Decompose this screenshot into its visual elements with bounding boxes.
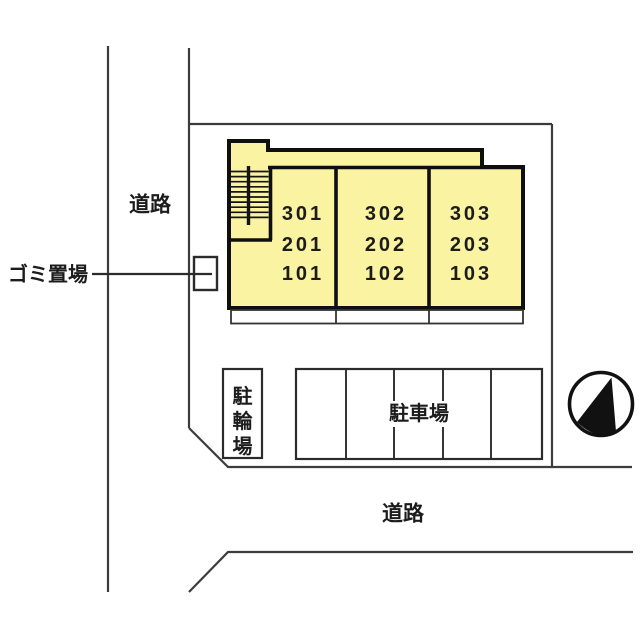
room-number: 203 (450, 234, 492, 256)
balcony-outline (230, 309, 524, 325)
car-parking: 駐車場 (294, 367, 544, 461)
garbage-area: ゴミ置場 (8, 255, 219, 292)
road-bottom-label: 道路 (382, 502, 425, 526)
bottom-road-south-edge (188, 550, 633, 593)
bicycle-parking-box (221, 367, 264, 460)
road-left-label: 道路 (129, 193, 172, 217)
bicycle-parking-label-char: 輪 (233, 409, 254, 433)
room-number: 102 (365, 263, 407, 285)
compass-needle (577, 377, 616, 435)
north-arrow-icon (567, 370, 635, 438)
room-number: 301 (282, 203, 324, 225)
room-number: 202 (365, 234, 407, 256)
stairs-icon (231, 166, 269, 225)
room-number: 303 (450, 203, 492, 225)
room-number: 103 (450, 263, 492, 285)
bicycle-parking: 駐 輪 場 (221, 367, 264, 460)
room-number: 101 (282, 263, 324, 285)
property-south-boundary (188, 427, 632, 469)
car-parking-label-bg (384, 401, 454, 427)
garbage-area-label: ゴミ置場 (8, 262, 88, 286)
bicycle-parking-label-char: 場 (233, 435, 253, 458)
roads-and-boundaries (106, 46, 633, 593)
room-number: 201 (282, 234, 324, 256)
room-number: 302 (365, 203, 407, 225)
car-parking-label: 駐車場 (389, 401, 449, 425)
bicycle-parking-label-char: 駐 (233, 384, 253, 408)
apartment-building: 301 201 101 302 202 102 303 203 103 (227, 139, 525, 325)
balcony-strip (230, 309, 524, 325)
stair-treads (231, 170, 269, 219)
